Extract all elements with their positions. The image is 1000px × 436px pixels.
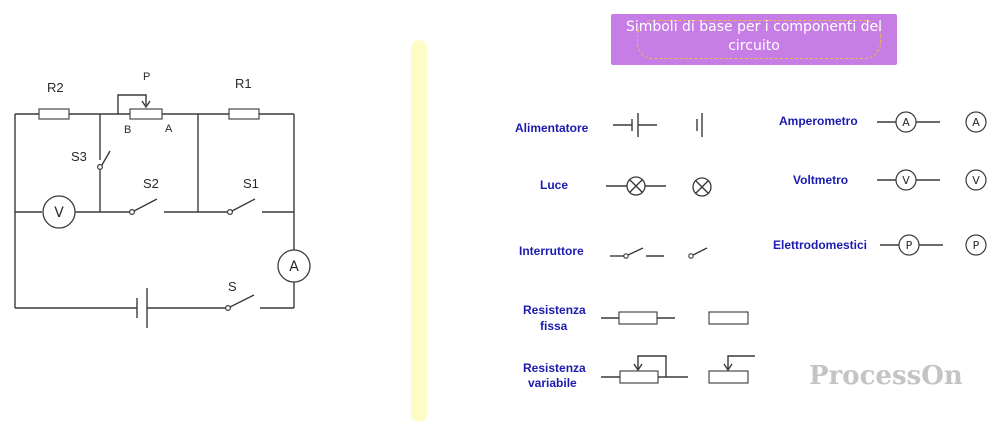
legend: Alimentatore Luce — [515, 111, 987, 390]
label-r1: R1 — [235, 76, 252, 91]
legend-title-frame — [637, 20, 881, 59]
voltmeter-icon-symbol: V — [902, 174, 910, 187]
resistor-r2 — [38, 108, 70, 120]
switch-s-blade — [229, 294, 255, 308]
variable-resistor-icon-compact — [708, 355, 755, 384]
ammeter-icon-compact-symbol: A — [972, 116, 980, 129]
power-supply-icon-compact — [696, 113, 703, 137]
appliance-icon-symbol: P — [906, 239, 913, 252]
ammeter-icon — [877, 111, 940, 133]
fixed-resistor-icon — [601, 311, 675, 325]
label-b: B — [124, 124, 131, 136]
rheostat-p — [129, 108, 163, 120]
switch-icon — [610, 247, 664, 259]
appliance-icon-compact-symbol: P — [973, 239, 980, 252]
rheostat-slider — [117, 94, 147, 114]
appliance-icon — [880, 234, 943, 256]
label-p: P — [143, 71, 150, 83]
ammeter-symbol: A — [289, 259, 299, 275]
lamp-icon-compact — [692, 177, 712, 197]
switch-s3-contact — [96, 164, 103, 171]
switch-s2-blade — [133, 198, 158, 212]
voltmeter-icon-compact — [965, 169, 987, 191]
legend-title: Simboli di base per i componenti del cir… — [625, 19, 883, 54]
legend-label-resistenza-fissa-2: fissa — [540, 319, 568, 333]
power-supply-icon — [613, 113, 657, 137]
voltmeter-icon — [877, 169, 940, 191]
switch-s1-blade — [231, 198, 256, 212]
switch-s2-contact — [129, 209, 136, 216]
legend-label-luce: Luce — [540, 178, 568, 192]
voltmeter-symbol: V — [54, 205, 64, 221]
switch-s-contact — [225, 305, 232, 312]
legend-label-amperometro: Amperometro — [779, 114, 858, 128]
label-s2: S2 — [143, 176, 159, 191]
legend-label-elettrodomestici: Elettrodomestici — [773, 238, 867, 252]
ammeter-icon-symbol: A — [902, 116, 910, 129]
switch-s1-contact — [227, 209, 234, 216]
legend-title-box: Simboli di base per i componenti del cir… — [611, 14, 897, 65]
switch-s3-blade — [101, 150, 111, 166]
label-r2: R2 — [47, 80, 64, 95]
legend-label-resistenza-variabile-1: Resistenza — [523, 361, 586, 375]
label-s3: S3 — [71, 149, 87, 164]
rheostat-arrow — [141, 100, 151, 109]
legend-label-voltmetro: Voltmetro — [793, 173, 848, 187]
voltmeter-icon-compact-symbol: V — [972, 174, 980, 187]
ammeter-icon-compact — [965, 111, 987, 133]
lamp-icon — [606, 176, 666, 196]
legend-label-resistenza-variabile-2: variabile — [528, 376, 577, 390]
label-a: A — [165, 123, 173, 135]
label-s1: S1 — [243, 176, 259, 191]
legend-label-resistenza-fissa-1: Resistenza — [523, 303, 586, 317]
switch-icon-compact — [688, 247, 708, 259]
resistor-r1 — [228, 108, 260, 120]
circuit-diagram: R2 R1 P B A S3 S2 S1 S V A — [14, 71, 311, 328]
divider-bar — [411, 40, 427, 422]
label-s: S — [228, 279, 237, 294]
watermark: ProcessOn — [809, 361, 963, 391]
variable-resistor-icon — [601, 355, 688, 384]
appliance-icon-compact — [965, 234, 987, 256]
fixed-resistor-icon-compact — [708, 311, 749, 325]
legend-label-interruttore: Interruttore — [519, 244, 584, 258]
legend-label-alimentatore: Alimentatore — [515, 121, 589, 135]
